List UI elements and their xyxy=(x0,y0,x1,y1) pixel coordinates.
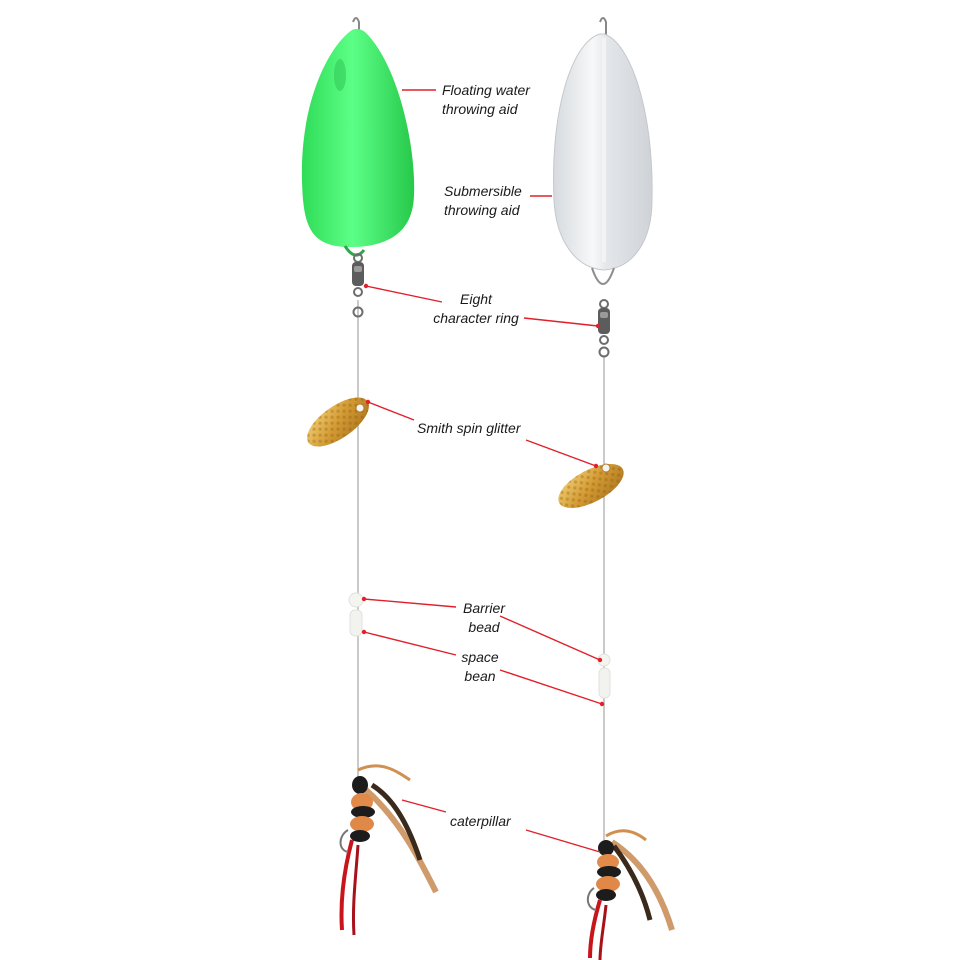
submersible-aid-label: Submersible throwing aid xyxy=(444,182,522,220)
space-bean-label-line2: bean xyxy=(464,668,496,684)
right-fly-lure-icon xyxy=(586,829,675,960)
right-swivel-icon xyxy=(598,299,610,358)
leader-caterpillar-right xyxy=(525,829,601,853)
submersible-aid-label-line2: throwing aid xyxy=(444,202,520,218)
leader-space-left xyxy=(363,631,457,656)
left-beads-icon xyxy=(348,592,364,637)
floating-aid-label: Floating water throwing aid xyxy=(442,81,530,119)
right-spinner-blade-icon xyxy=(558,463,624,509)
caterpillar-label: caterpillar xyxy=(450,813,511,829)
barrier-bead-label-line1: Barrier xyxy=(462,600,505,616)
floating-float-icon xyxy=(301,17,415,257)
leader-spin-left xyxy=(367,401,415,421)
floating-aid-label-line1: Floating water xyxy=(442,82,530,98)
leader-barrier-right xyxy=(499,615,601,661)
left-spinner-blade-icon xyxy=(307,397,369,447)
floating-aid-label-line2: throwing aid xyxy=(442,101,518,117)
right-beads-icon xyxy=(597,653,611,699)
eight-character-ring-label: Eight character ring xyxy=(424,290,528,328)
leader-barrier-left xyxy=(363,598,457,608)
leader-space-right xyxy=(499,669,603,705)
left-swivel-icon xyxy=(352,253,364,318)
submersible-aid-label-line1: Submersible xyxy=(444,183,522,199)
leader-caterpillar-left xyxy=(401,799,447,813)
space-bean-label: space bean xyxy=(452,648,508,686)
space-bean-label-line1: space xyxy=(461,649,499,665)
submersible-float-icon xyxy=(553,17,653,285)
eight-character-ring-label-line1: Eight xyxy=(460,291,492,307)
barrier-bead-label-line2: bead xyxy=(468,619,500,635)
left-fly-lure-icon xyxy=(339,764,439,936)
leader-eight-left xyxy=(365,285,443,303)
eight-character-ring-label-line2: character ring xyxy=(433,310,519,326)
barrier-bead-label: Barrier bead xyxy=(452,599,516,637)
leader-eight-right xyxy=(523,317,599,327)
spin-glitter-label: Smith spin glitter xyxy=(417,420,521,436)
leader-spin-right xyxy=(525,439,597,467)
